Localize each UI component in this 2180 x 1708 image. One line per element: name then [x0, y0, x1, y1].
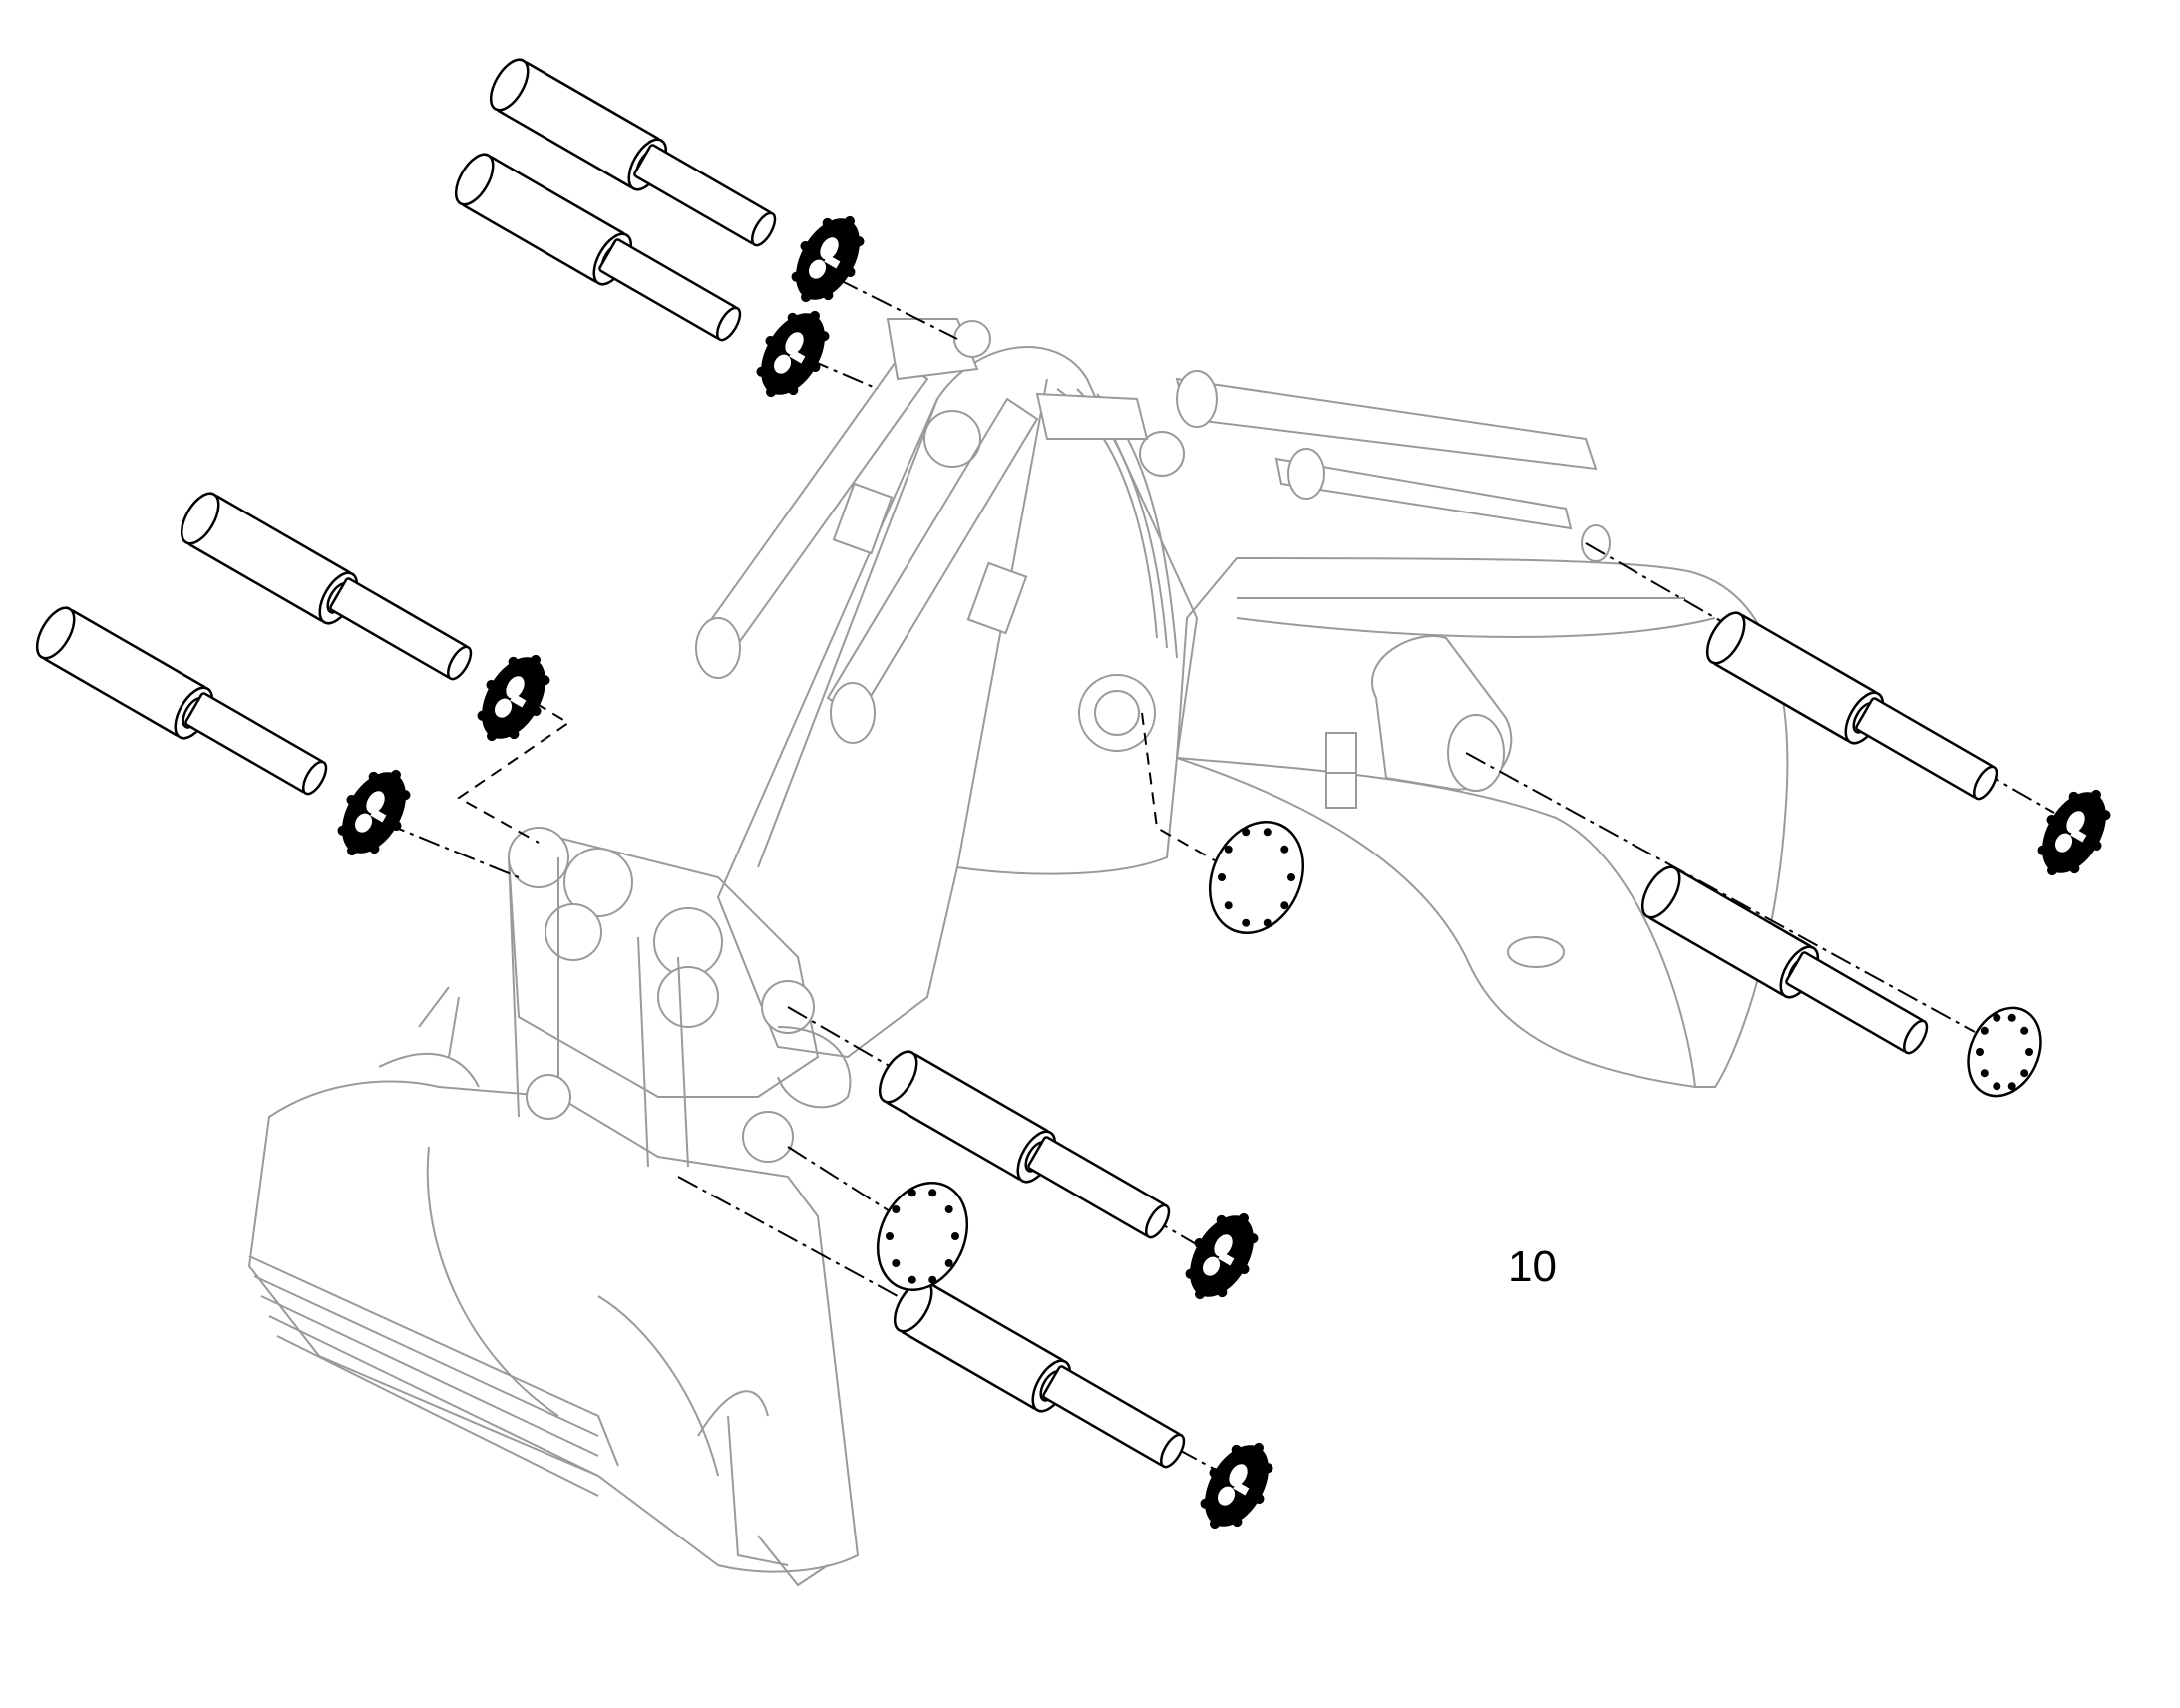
bolt-hole [944, 1259, 953, 1267]
stick-cylinder-left [696, 357, 929, 660]
bolt-hole [2020, 1069, 2029, 1078]
cover-plate-icon[interactable] [1955, 996, 2055, 1108]
bolt-hole [1287, 873, 1295, 881]
pin-assembly [489, 58, 880, 317]
locking-cap-icon[interactable] [463, 640, 565, 756]
bolt-hole [951, 1232, 959, 1240]
locking-cap-icon[interactable] [2023, 775, 2126, 890]
figure-label: 10 [1508, 1242, 1557, 1291]
bolt-hole [1224, 845, 1233, 854]
bucket-outline [247, 1080, 860, 1573]
pin-shaft-icon[interactable] [1027, 1136, 1173, 1240]
bolt-hole [892, 1205, 901, 1213]
bolt-hole [1263, 828, 1272, 837]
bolt-hole [886, 1232, 894, 1240]
bolt-hole [2020, 1026, 2029, 1035]
locking-cap-icon[interactable] [1171, 1198, 1273, 1314]
pin-shaft-icon[interactable] [329, 577, 475, 682]
pin-assembly [878, 1050, 1273, 1314]
bolt-hole [1980, 1026, 1989, 1035]
cover-plate-center [1193, 807, 1321, 948]
cover-plate-right [1955, 996, 2055, 1108]
pin-shaft-icon[interactable] [598, 238, 744, 343]
pin-shaft-icon[interactable] [184, 692, 330, 797]
locking-cap-icon[interactable] [1186, 1428, 1288, 1543]
bolt-hole [928, 1189, 937, 1197]
pin-assembly [1705, 611, 2126, 890]
bolt-hole [1263, 918, 1272, 927]
locking-cap-icon[interactable] [323, 755, 426, 870]
bolt-hole [1993, 1082, 2001, 1091]
pin-shaft-icon[interactable] [1855, 697, 2000, 802]
pin-assembly [454, 153, 845, 412]
bolt-hole [2007, 1082, 2016, 1091]
bolt-hole [1224, 901, 1233, 910]
pin-shaft-icon[interactable] [1042, 1365, 1188, 1470]
boom-cylinder [1175, 377, 1598, 471]
pin-assembly [893, 1279, 1288, 1543]
bolt-hole [908, 1189, 916, 1197]
boom-outline [1175, 556, 1789, 1088]
bolt-hole [1280, 845, 1289, 854]
bolt-hole [1242, 828, 1251, 837]
pin-assembly [1640, 865, 1931, 1056]
bolt-hole [1993, 1013, 2001, 1022]
bolt-hole [1242, 918, 1251, 927]
pin-assembly [180, 492, 565, 756]
bolt-hole [1976, 1048, 1984, 1056]
pin-shaft-icon[interactable] [633, 144, 779, 248]
pin-sets [35, 58, 2126, 1543]
bolt-hole [2025, 1048, 2033, 1056]
excavator-boom-arm-drawing [247, 318, 1789, 1587]
locking-cap-icon[interactable] [777, 201, 880, 317]
cover-plate-icon[interactable] [861, 1168, 983, 1304]
bolt-hole [1280, 901, 1289, 910]
boom-lower-edge [1176, 757, 1696, 1088]
cover-plate-bolt-holes [886, 828, 2033, 1284]
cover-plate-bottom [861, 1168, 983, 1304]
pin-assembly [35, 606, 426, 870]
bolt-hole [2007, 1013, 2016, 1022]
cover-plate-icon[interactable] [1193, 807, 1321, 948]
bolt-hole [1218, 873, 1226, 881]
bolt-hole [944, 1205, 953, 1213]
pin-shaft-icon[interactable] [1785, 951, 1931, 1056]
bolt-hole [908, 1275, 916, 1284]
locking-cap-icon[interactable] [742, 296, 845, 412]
bolt-hole [1980, 1069, 1989, 1078]
bolt-hole [892, 1259, 901, 1267]
bolt-hole [928, 1275, 937, 1284]
stick-outline [716, 346, 1199, 1059]
